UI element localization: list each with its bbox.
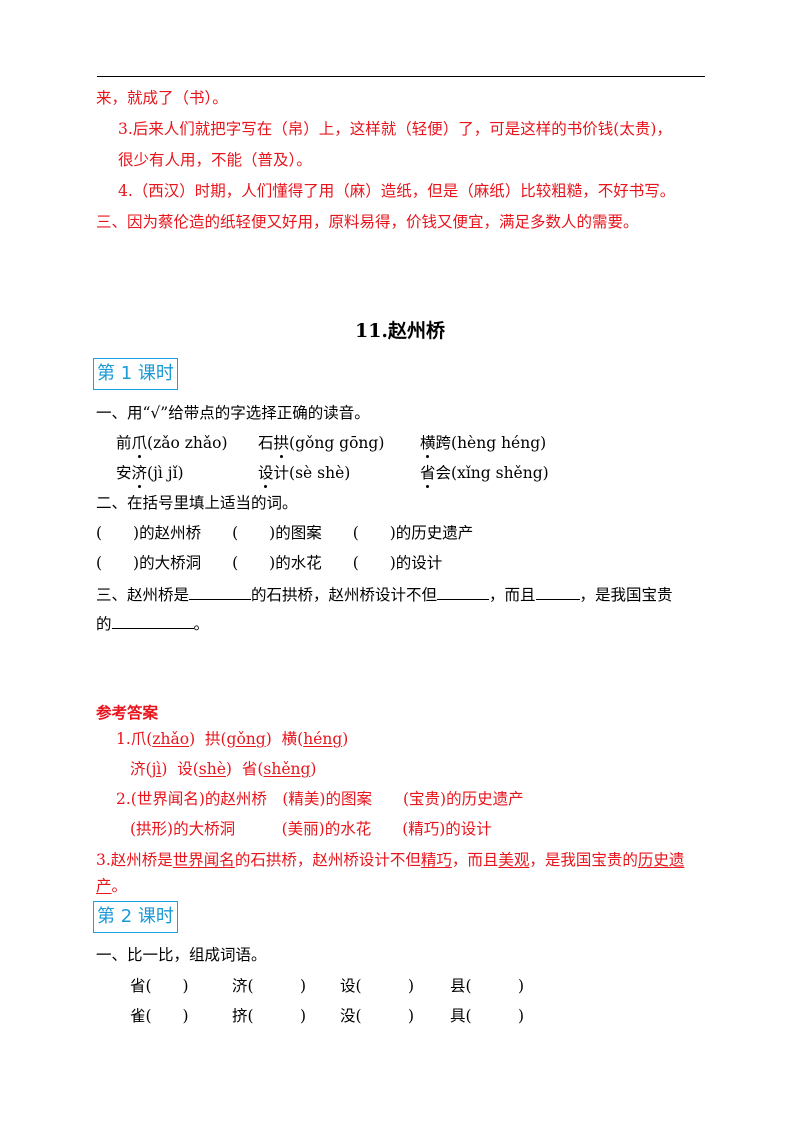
answer-line: 4.（西汉）时期，人们懂得了用（麻）造纸，但是（麻纸）比较粗糙，不好书写。 — [118, 182, 676, 200]
fill-blank-row: ( )的大桥洞 ( )的水花 ( )的设计 — [96, 554, 443, 572]
question-3-cont: 的。 — [96, 612, 209, 634]
word-cell: 省( ) — [130, 977, 189, 995]
answer-2: 2.(世界闻名)的赵州桥 (精美)的图案 (宝贵)的历史遗产 — [116, 790, 524, 808]
pinyin-item: 省会(xǐng shěng) — [420, 464, 549, 488]
answer-blank[interactable] — [189, 583, 252, 600]
pinyin-item: 设计(sè shè) — [258, 464, 351, 488]
dotted-char: 爪 — [131, 434, 148, 458]
answer-3: 3.赵州桥是世界闻名的石拱桥，赵州桥设计不但精巧，而且美观，是我国宝贵的历史遗 — [96, 851, 685, 869]
answers-heading: 参考答案 — [96, 703, 159, 722]
lesson-title: 11.赵州桥 — [354, 320, 446, 342]
pinyin-item: 安济(jì jǐ) — [116, 464, 184, 488]
dotted-char: 省 — [420, 464, 436, 488]
word-cell: 具( ) — [450, 1007, 525, 1025]
question-1: 一、比一比，组成词语。 — [96, 946, 267, 964]
answer-blank[interactable] — [535, 583, 580, 600]
answer-line: 三、因为蔡伦造的纸轻便又好用，原料易得，价钱又便宜，满足多数人的需要。 — [96, 213, 639, 231]
answer-2b: (拱形)的大桥洞 (美丽)的水花 (精巧)的设计 — [130, 820, 492, 838]
word-cell: 济( ) — [232, 977, 307, 995]
dotted-char: 拱 — [273, 434, 290, 458]
lesson-period-tag: 第 1 课时 — [93, 358, 178, 390]
question-1: 一、用“√”给带点的字选择正确的读音。 — [96, 404, 370, 422]
dotted-char: 济 — [131, 464, 148, 488]
answer-line: 很少有人用，不能（普及）。 — [118, 151, 312, 169]
answer-line: 来，就成了（书）。 — [96, 89, 228, 107]
question-3: 三、赵州桥是的石拱桥，赵州桥设计不但，而且，是我国宝贵 — [96, 583, 673, 605]
answer-3-cont: 产。 — [96, 877, 128, 895]
answer-blank[interactable] — [437, 583, 490, 600]
fill-blank-row: ( )的赵州桥 ( )的图案 ( )的历史遗产 — [96, 524, 474, 542]
word-cell: 设( ) — [340, 977, 415, 995]
pinyin-item: 横跨(hèng héng) — [420, 434, 547, 458]
word-cell: 县( ) — [450, 977, 525, 995]
pinyin-item: 前爪(zǎo zhǎo) — [116, 434, 228, 458]
answer-1: 1.爪(zhǎo) 拱(gǒng) 横(héng) — [116, 730, 349, 748]
question-2: 二、在括号里填上适当的词。 — [96, 494, 298, 512]
word-cell: 没( ) — [340, 1007, 415, 1025]
answer-blank[interactable] — [111, 612, 194, 629]
dotted-char: 设 — [258, 464, 274, 488]
dotted-char: 横 — [420, 434, 436, 458]
pinyin-item: 石拱(gǒng gōng) — [258, 434, 385, 458]
word-cell: 挤( ) — [232, 1007, 307, 1025]
answer-line: 3.后来人们就把字写在（帛）上，这样就（轻便）了，可是这样的书价钱(太贵)， — [118, 120, 672, 138]
answer-1b: 济(jì) 设(shè) 省(shěng) — [130, 760, 317, 778]
word-cell: 雀( ) — [130, 1007, 189, 1025]
lesson-period-tag: 第 2 课时 — [93, 901, 178, 933]
header-rule — [97, 76, 705, 77]
